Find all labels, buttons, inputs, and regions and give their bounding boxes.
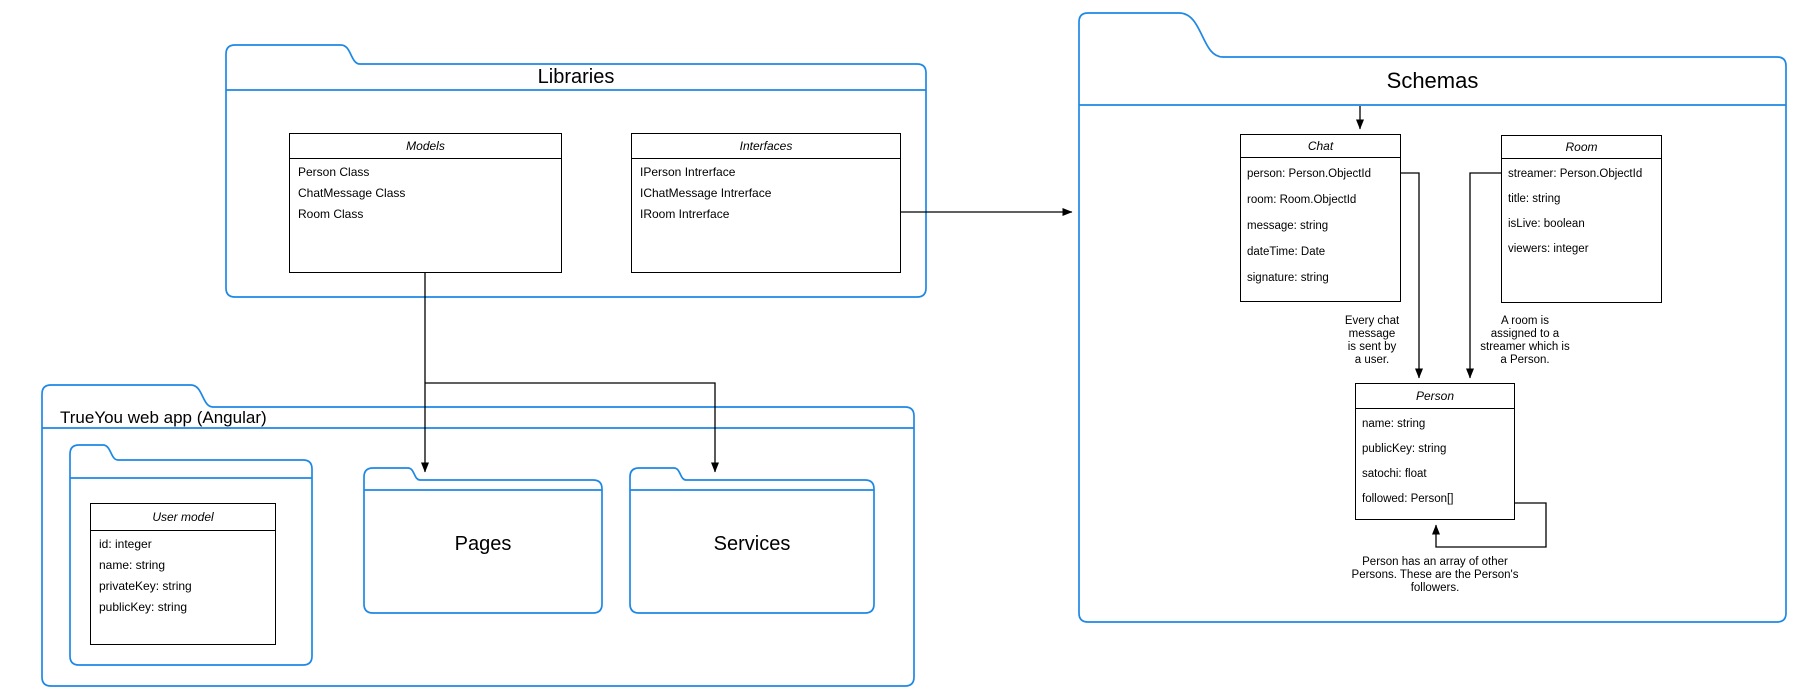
class-box-models-title: Models (290, 134, 561, 159)
class-box-interfaces-row: IPerson Intrerface (640, 165, 736, 179)
folder-schemas-label: Schemas (1386, 68, 1479, 93)
note-chat-person[interactable]: Every chat message is sent by a user. (1344, 315, 1400, 366)
class-box-chat-row: dateTime: Date (1247, 246, 1326, 258)
class-box-chat-row: message: string (1247, 220, 1329, 232)
class-box-models-row: Room Class (298, 207, 364, 221)
class-box-models-row: Person Class (298, 165, 370, 179)
class-box-person-title: Person (1356, 384, 1514, 409)
class-box-chat[interactable]: Chat person: Person.ObjectId room: Room.Ob… (1240, 134, 1401, 302)
class-box-chat-row: room: Room.ObjectId (1247, 194, 1357, 206)
class-box-interfaces-row: IRoom Intrerface (640, 207, 730, 221)
class-box-user-model-title: User model (91, 504, 275, 531)
class-box-person-rows: name: string publicKey: string satochi: fl… (1356, 409, 1514, 515)
class-box-person[interactable]: Person name: string publicKey: string satoc… (1355, 383, 1515, 520)
class-box-person-row: name: string (1362, 418, 1426, 430)
note-room-person[interactable]: A room is assigned to a streamer which i… (1480, 315, 1570, 366)
class-box-models-row: ChatMessage Class (298, 186, 406, 200)
folder-usermodel-folder[interactable] (69, 444, 313, 666)
class-box-chat-rows: person: Person.ObjectId room: Room.Object… (1241, 158, 1400, 294)
class-box-chat-title: Chat (1241, 135, 1400, 158)
class-box-user-model-row: publicKey: string (99, 600, 188, 614)
note-person-followers[interactable]: Person has an array of other Persons. Th… (1351, 556, 1519, 594)
folder-trueyou-label: TrueYou web app (Angular) (60, 408, 267, 427)
class-box-chat-row: person: Person.ObjectId (1247, 168, 1372, 180)
folder-libraries-label: Libraries (537, 66, 615, 88)
class-box-interfaces-row: IChatMessage Intrerface (640, 186, 772, 200)
class-box-user-model-row: id: integer (99, 537, 152, 551)
folder-pages[interactable] (363, 467, 603, 614)
edge-models-to-services[interactable] (425, 382, 719, 473)
folder-libraries[interactable] (225, 44, 927, 298)
class-box-room-title: Room (1502, 136, 1661, 159)
class-box-room-row: viewers: integer (1508, 243, 1589, 255)
class-box-room-row: streamer: Person.ObjectId (1508, 168, 1643, 180)
class-box-person-row: publicKey: string (1362, 443, 1447, 455)
folder-pages-label: Pages (454, 533, 512, 555)
class-box-chat-row: signature: string (1247, 272, 1329, 284)
folder-services[interactable] (629, 467, 875, 614)
class-box-user-model-row: name: string (99, 558, 166, 572)
class-box-room-rows: streamer: Person.ObjectId title: string is… (1502, 159, 1661, 265)
edge-room-to-person[interactable] (1466, 172, 1501, 379)
class-box-person-row: followed: Person[] (1362, 493, 1454, 505)
class-box-user-model-rows: id: integer name: string privateKey: strin… (91, 531, 275, 621)
class-box-room-row: title: string (1508, 193, 1561, 205)
class-box-interfaces-title: Interfaces (632, 134, 900, 159)
class-box-user-model-row: privateKey: string (99, 579, 192, 593)
folder-schemas[interactable] (1078, 12, 1787, 623)
folder-trueyou[interactable] (41, 384, 915, 687)
class-box-person-row: satochi: float (1362, 468, 1427, 480)
edge-person-self-loop[interactable] (1432, 502, 1547, 548)
class-box-room-row: isLive: boolean (1508, 218, 1585, 230)
class-box-room[interactable]: Room streamer: Person.ObjectId title: stri… (1501, 135, 1662, 303)
folder-services-label: Services (713, 533, 791, 555)
edge-chat-to-person[interactable] (1401, 172, 1423, 379)
class-box-user-model[interactable]: User model id: integer name: string private… (90, 503, 276, 645)
